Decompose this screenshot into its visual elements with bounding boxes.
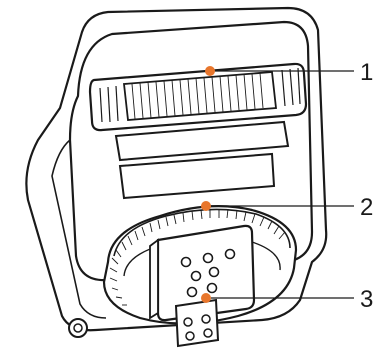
screw-icon: [69, 319, 87, 337]
hot-shoe-plate-edge: [150, 240, 158, 318]
callout-2-label: 2: [360, 194, 373, 221]
callout-1-label: 1: [360, 59, 373, 86]
hot-shoe-foot: [176, 300, 218, 346]
callout-3-label: 3: [360, 286, 373, 313]
callout-2-dot: [201, 201, 211, 211]
callout-1-dot: [205, 66, 215, 76]
callout-3-dot: [201, 293, 211, 303]
hot-shoe-mount: [150, 226, 254, 346]
